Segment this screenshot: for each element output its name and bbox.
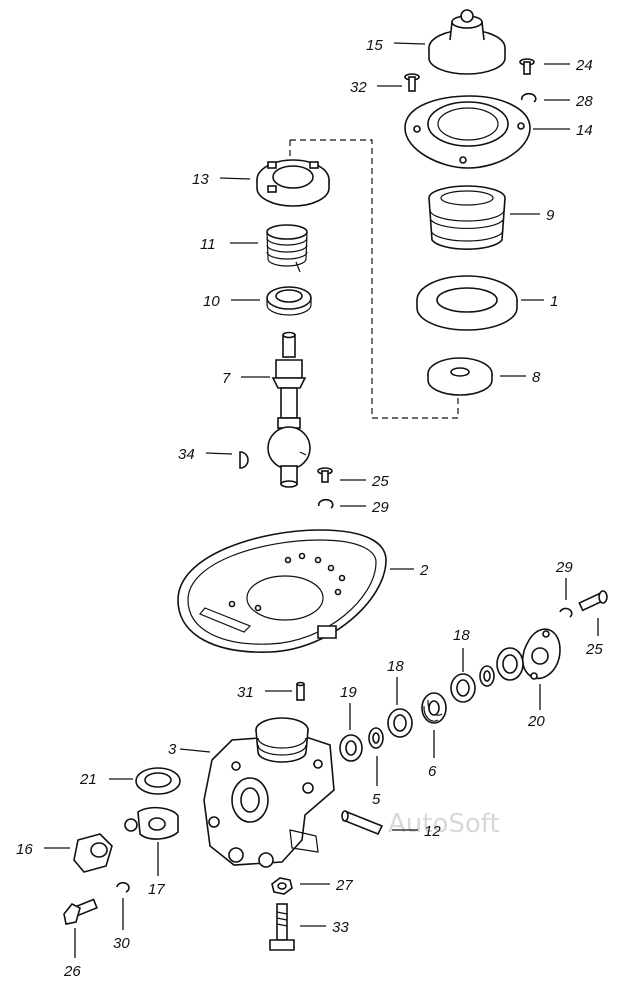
part-29-clip-right xyxy=(559,607,573,618)
callout-13: 13 xyxy=(192,171,209,188)
part-26-bolt xyxy=(63,898,98,925)
callout-18-lower: 18 xyxy=(387,658,404,675)
callout-29-right: 29 xyxy=(555,559,573,576)
part-18-bushing-right xyxy=(496,647,524,681)
callout-9: 9 xyxy=(546,207,555,224)
part-28-clip xyxy=(520,92,537,103)
part-3-housing xyxy=(203,717,335,868)
callout-30: 30 xyxy=(113,935,130,952)
callout-14: 14 xyxy=(576,122,593,139)
part-14-flange xyxy=(404,95,531,169)
callout-32: 32 xyxy=(350,79,367,96)
callout-16: 16 xyxy=(16,841,33,858)
callout-5: 5 xyxy=(372,791,381,808)
callout-21: 21 xyxy=(79,771,97,788)
callout-26: 26 xyxy=(63,963,81,980)
part-7-shaft xyxy=(267,331,311,488)
part-19-bushing xyxy=(339,734,363,762)
callout-2: 2 xyxy=(419,562,429,579)
callout-25-upper: 25 xyxy=(371,473,389,490)
callout-labels: 15 24 32 28 14 13 9 11 10 1 7 8 34 25 29… xyxy=(16,37,603,980)
part-10-seal xyxy=(266,286,312,316)
part-11-spring xyxy=(266,224,308,273)
callout-6: 6 xyxy=(428,763,437,780)
part-9-bellows xyxy=(428,185,506,250)
callout-34: 34 xyxy=(178,446,195,463)
callout-28: 28 xyxy=(575,93,593,110)
assembly-dashed-line xyxy=(290,139,459,419)
part-24-bolt xyxy=(519,58,535,75)
part-21-washer xyxy=(135,767,181,795)
part-13-ring xyxy=(256,159,330,207)
leader-lines xyxy=(44,42,599,958)
callout-20: 20 xyxy=(527,713,545,730)
callout-29-upper: 29 xyxy=(371,499,389,516)
part-2-pan xyxy=(177,529,387,653)
part-6-spring xyxy=(421,692,447,724)
callout-31: 31 xyxy=(237,684,254,701)
callout-25-right: 25 xyxy=(585,641,603,658)
part-18-bushing-upper xyxy=(450,673,476,703)
part-31-pin xyxy=(296,681,305,701)
part-16-nut xyxy=(73,833,113,873)
callout-27: 27 xyxy=(335,877,353,894)
callout-10: 10 xyxy=(203,293,220,310)
callout-3: 3 xyxy=(168,741,177,758)
part-ring-small xyxy=(479,665,495,687)
callout-18-upper: 18 xyxy=(453,627,470,644)
part-8-washer xyxy=(427,357,493,396)
callout-11: 11 xyxy=(200,236,216,253)
part-17-clamp xyxy=(124,806,179,840)
part-30-clip xyxy=(116,881,130,893)
part-34-key xyxy=(239,451,249,469)
part-1-dish xyxy=(416,275,518,331)
callout-33: 33 xyxy=(332,919,349,936)
part-32-bolt xyxy=(404,73,420,92)
part-27-nut xyxy=(271,877,293,895)
callout-1: 1 xyxy=(550,293,558,310)
callout-17: 17 xyxy=(148,881,165,898)
part-25-bolt-right xyxy=(578,590,608,612)
part-15-cap xyxy=(428,9,506,75)
callout-7: 7 xyxy=(222,370,231,387)
part-18-bushing-lower xyxy=(387,708,413,738)
part-25-bolt-upper xyxy=(317,467,333,483)
part-33-bolt xyxy=(269,903,295,951)
watermark-text: AutoSoft xyxy=(388,809,500,839)
callout-15: 15 xyxy=(366,37,383,54)
part-20-flange xyxy=(521,628,561,680)
callout-19: 19 xyxy=(340,684,357,701)
part-12-pin xyxy=(341,810,384,836)
callout-24: 24 xyxy=(575,57,593,74)
part-29-clip-upper xyxy=(317,498,334,509)
part-5-ring xyxy=(368,727,384,749)
callout-12: 12 xyxy=(424,823,441,840)
callout-8: 8 xyxy=(532,369,541,386)
